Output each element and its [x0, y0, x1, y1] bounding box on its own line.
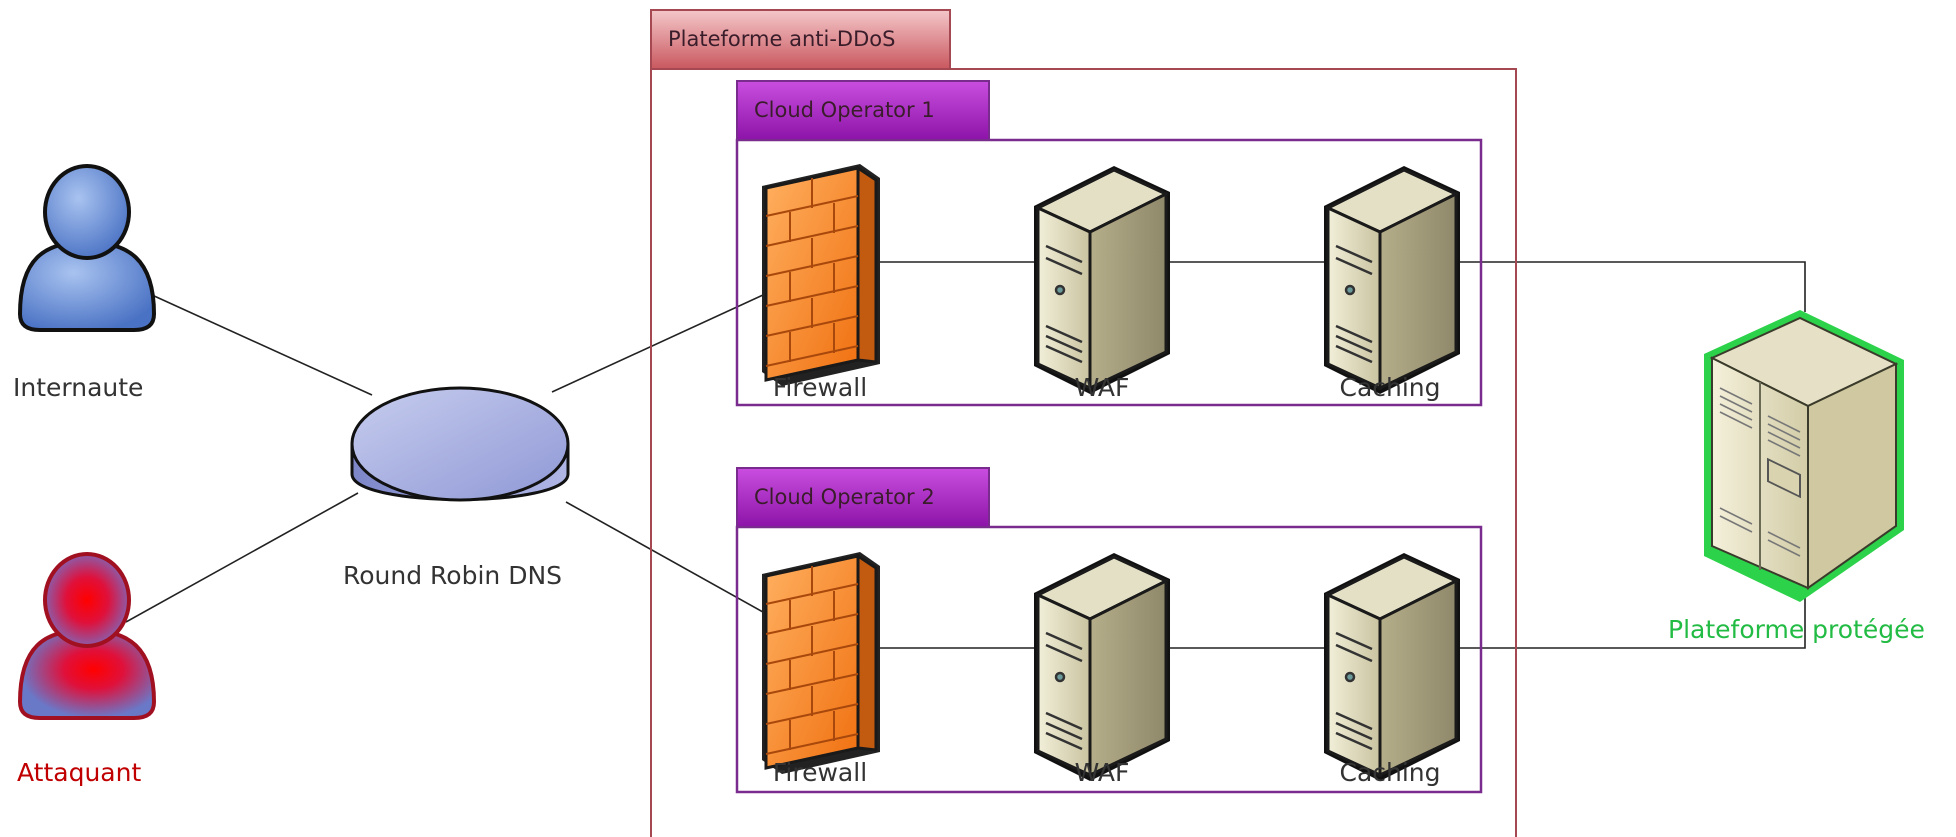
link-dns-op1 [551, 294, 764, 393]
protected-server-icon [1704, 310, 1904, 602]
link-user-dns [151, 294, 373, 396]
platform-frame [650, 68, 1517, 837]
user-icon [17, 164, 157, 332]
operator-2-frame [735, 525, 1483, 794]
op1-caching-label: Caching [1339, 373, 1441, 402]
server-icon [1324, 553, 1460, 781]
firewall-icon [762, 164, 880, 386]
op2-waf-label: WAF [1074, 758, 1130, 787]
op1-firewall-label: Firewall [772, 373, 868, 402]
firewall-icon [762, 552, 880, 774]
protected-label: Plateforme protégée [1668, 615, 1925, 644]
attacker-label: Attaquant [17, 758, 142, 787]
connection-lines [125, 261, 1806, 649]
operator-1-title: Cloud Operator 1 [754, 98, 935, 122]
server-icon [1034, 166, 1170, 394]
server-icon [1034, 553, 1170, 781]
op2-caching-label: Caching [1339, 758, 1441, 787]
dns-disk-icon [350, 386, 570, 502]
link-attacker-dns [125, 492, 359, 623]
op2-firewall-label: Firewall [772, 758, 868, 787]
link-dns-op2 [565, 501, 764, 613]
operator-2-title: Cloud Operator 2 [754, 485, 935, 509]
platform-group [650, 9, 1517, 837]
link-op1-cache-protected [1458, 261, 1806, 312]
platform-title: Plateforme anti-DDoS [668, 27, 896, 51]
operator-2-tab [736, 467, 990, 528]
link-op2-cache-protected [1458, 590, 1806, 649]
operator-2-group [735, 467, 1483, 794]
operator-1-frame [735, 138, 1483, 407]
operator-1-tab [736, 80, 990, 141]
op1-waf-label: WAF [1074, 373, 1130, 402]
server-icon [1324, 166, 1460, 394]
platform-tab [650, 9, 951, 70]
user-label: Internaute [13, 373, 144, 402]
attacker-icon [17, 552, 157, 720]
operator-1-group [735, 80, 1483, 407]
dns-label: Round Robin DNS [343, 561, 563, 590]
